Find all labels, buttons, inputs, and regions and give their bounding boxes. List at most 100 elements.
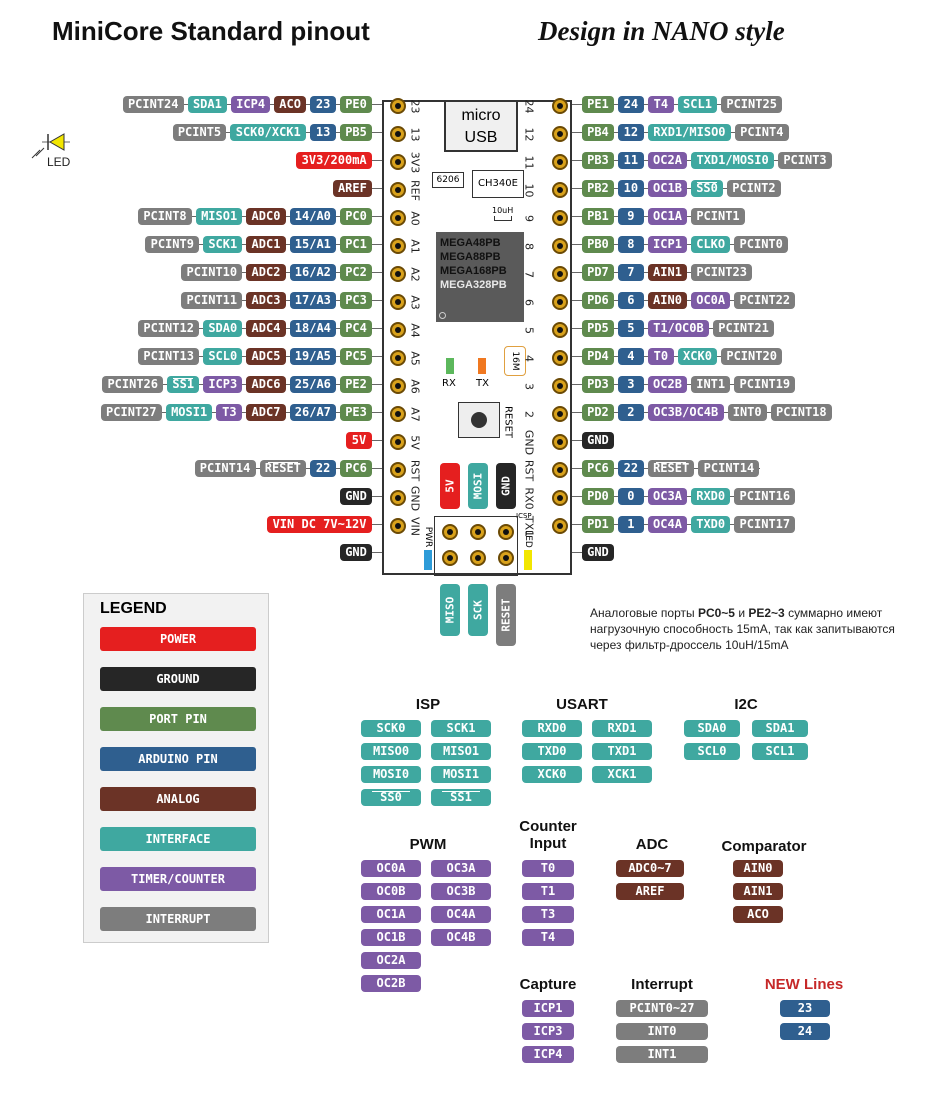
- left-pin-1-aco: ACO: [274, 96, 307, 113]
- group-adc-aref: AREF: [616, 883, 684, 900]
- left-pin-line: [181, 300, 390, 301]
- right-header-hole: [552, 210, 568, 226]
- pin1-dot: [439, 312, 446, 319]
- left-pin-9-pcint12: PCINT12: [138, 320, 200, 337]
- right-pin-label: 2: [522, 411, 536, 418]
- left-pin-11-25-a6: 25/A6: [289, 376, 337, 393]
- icsp-miso-tab: MISO: [440, 584, 460, 636]
- right-header-hole: [552, 518, 568, 534]
- icsp-mosi-tab: MOSI: [468, 463, 488, 509]
- right-header-hole: [552, 182, 568, 198]
- left-pin-12-mosi1: MOSI1: [165, 404, 213, 421]
- right-pin-4-pb2: PB2: [582, 180, 614, 197]
- right-pin-15-rxd0: RXD0: [691, 488, 731, 505]
- left-pin-12-pcint27: PCINT27: [100, 404, 162, 421]
- left-pin-8-adc3: ADC3: [246, 292, 286, 309]
- left-header-hole: [390, 126, 406, 142]
- group-isp-miso1: MISO1: [431, 743, 491, 760]
- left-pin-label: 3V3: [408, 151, 422, 174]
- right-header-hole: [552, 350, 568, 366]
- inductor-label: 10uH: [492, 206, 514, 215]
- led-symbol-icon: [31, 133, 70, 159]
- right-pin-10-pcint20: PCINT20: [721, 348, 783, 365]
- group-interrupt-pcint0-27: PCINT0~27: [616, 1000, 708, 1017]
- right-pin-15-oc3a: OC3A: [647, 488, 688, 505]
- group-pwm-oc0b: OC0B: [361, 883, 421, 900]
- right-pin-label: 5: [522, 327, 536, 334]
- group-title-pwm: PWM: [409, 836, 447, 853]
- right-pin-5-pb1: PB1: [582, 208, 614, 225]
- right-pin-3-11: 11: [617, 152, 644, 169]
- left-pin-label: 13: [408, 127, 422, 142]
- group-usart-txd1: TXD1: [592, 743, 652, 760]
- left-pin-9-pc4: PC4: [340, 320, 372, 337]
- left-pin-label: A3: [408, 295, 422, 310]
- right-pin-12-pcint18: PCINT18: [770, 404, 832, 421]
- right-pin-17-gnd: GND: [582, 544, 614, 561]
- right-pin-15-pcint16: PCINT16: [734, 488, 796, 505]
- left-header-hole: [390, 98, 406, 114]
- left-pin-7-adc2: ADC2: [246, 264, 286, 281]
- left-pin-7-pcint10: PCINT10: [181, 264, 243, 281]
- micro-usb-connector: micro USB: [444, 100, 518, 152]
- group-usart-txd0: TXD0: [522, 743, 582, 760]
- group-usart-rxd1: RXD1: [592, 720, 652, 737]
- right-pin-12-pd2: PD2: [582, 404, 614, 421]
- left-pin-14-pc6: PC6: [340, 460, 372, 477]
- group-title-comparator: Comparator: [721, 838, 807, 855]
- mcu-model-line: MEGA328PB: [440, 279, 507, 291]
- right-pin-2-pb4: PB4: [582, 124, 614, 141]
- icsp-gnd-tab: GND: [496, 463, 516, 509]
- right-pin-4-oc1b: OC1B: [647, 180, 688, 197]
- group-counter-input-t1: T1: [522, 883, 574, 900]
- mcu-model-line: MEGA88PB: [440, 251, 501, 263]
- group-title-counter-input: Counter Input: [519, 818, 577, 852]
- crystal-label: 16M: [510, 351, 520, 371]
- tx-led: [478, 358, 486, 374]
- reset-label: RESET: [502, 405, 514, 439]
- left-pin-2-pcint5: PCINT5: [172, 124, 227, 141]
- legend-arduino-pin: ARDUINO PIN: [100, 747, 256, 771]
- icsp-pin-hole: [470, 550, 486, 566]
- right-pin-label: 7: [522, 271, 536, 278]
- inductor-icon: [494, 216, 512, 221]
- group-counter-input-t3: T3: [522, 906, 574, 923]
- group-new-lines-23: 23: [780, 1000, 830, 1017]
- pwr-label: PWR: [423, 526, 433, 548]
- crystal: 16M: [504, 346, 526, 376]
- left-pin-label: A1: [408, 239, 422, 254]
- left-pin-line: [181, 272, 390, 273]
- group-interrupt-int1: INT1: [616, 1046, 708, 1063]
- left-pin-11-pe2: PE2: [340, 376, 372, 393]
- left-pin-6-15-a1: 15/A1: [289, 236, 337, 253]
- right-header-hole: [552, 126, 568, 142]
- analog-note: Аналоговые порты PC0~5 и PE2~3 суммарно …: [590, 606, 895, 652]
- right-pin-2-pcint4: PCINT4: [734, 124, 789, 141]
- right-pin-1-24: 24: [617, 96, 644, 113]
- left-header-hole: [390, 378, 406, 394]
- right-header-hole: [552, 238, 568, 254]
- right-pin-12-oc3b-oc4b: OC3B/OC4B: [647, 404, 724, 421]
- right-pin-1-scl1: SCL1: [677, 96, 718, 113]
- left-pin-label: A4: [408, 323, 422, 338]
- right-header-hole: [552, 154, 568, 170]
- right-header-hole: [552, 406, 568, 422]
- right-pin-7-pd7: PD7: [582, 264, 614, 281]
- left-pin-label: VIN: [408, 517, 422, 536]
- right-pin-10-xck0: XCK0: [677, 348, 718, 365]
- right-pin-15-0: 0: [617, 488, 644, 505]
- left-pin-label: A2: [408, 267, 422, 282]
- left-pin-9-sda0: SDA0: [203, 320, 243, 337]
- icsp-header: [434, 516, 518, 576]
- right-pin-6-icp1: ICP1: [647, 236, 688, 253]
- legend-ground: GROUND: [100, 667, 256, 691]
- right-pin-2-12: 12: [617, 124, 644, 141]
- right-pin-label: 8: [522, 243, 536, 250]
- reset-button[interactable]: [458, 402, 500, 438]
- left-pin-10-scl0: SCL0: [203, 348, 243, 365]
- group-usart-xck0: XCK0: [522, 766, 582, 783]
- left-pin-label: 5V: [408, 435, 422, 450]
- group-isp-mosi1: MOSI1: [431, 766, 491, 783]
- right-header-hole: [552, 98, 568, 114]
